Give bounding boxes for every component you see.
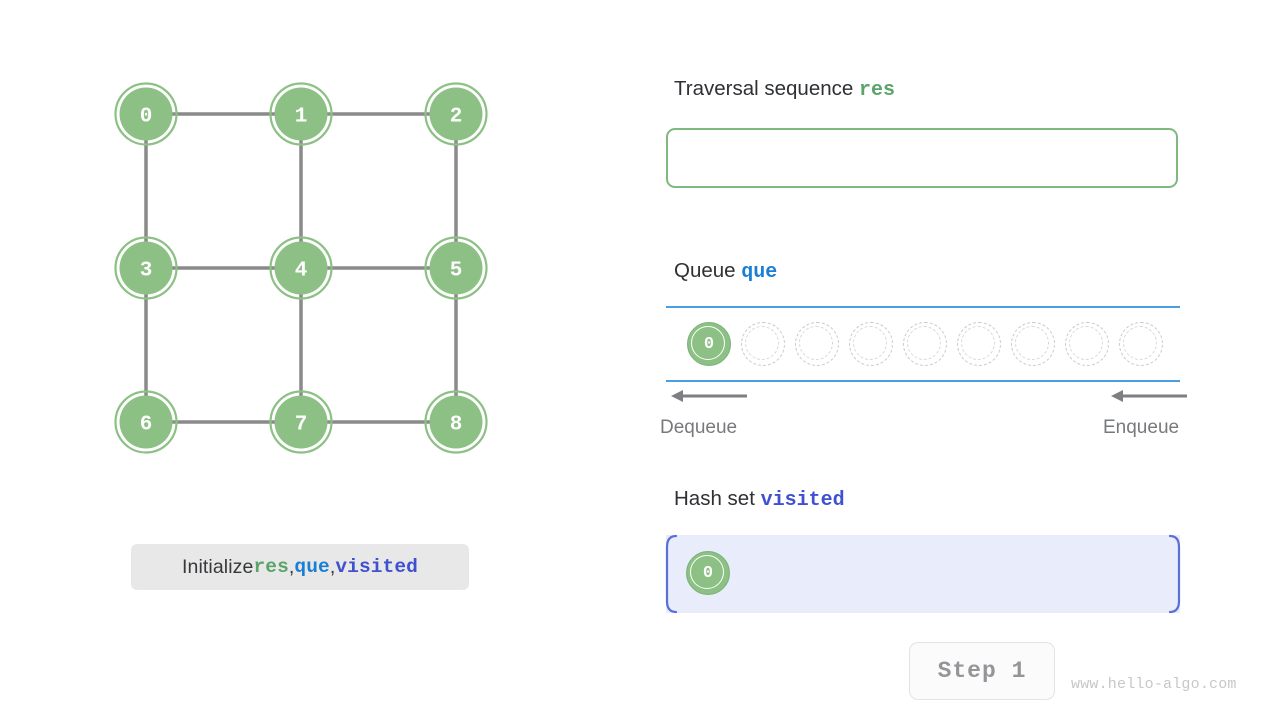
queue-item-empty — [1011, 322, 1055, 366]
queue-top-rule — [666, 306, 1180, 308]
graph-node-ring — [269, 390, 333, 454]
graph-node-0[interactable] — [119, 87, 173, 141]
queue-slot[interactable] — [952, 310, 1006, 378]
res-section-title: Traversal sequence res — [674, 77, 895, 102]
caption-var-res: res — [253, 556, 289, 578]
queue-item-empty — [1065, 322, 1109, 366]
graph-node-2[interactable] — [429, 87, 483, 141]
graph-node-ring — [424, 390, 488, 454]
caption-prefix: Initialize — [182, 555, 254, 578]
queue-slot[interactable]: 0 — [682, 310, 736, 378]
caption-var-visited: visited — [335, 556, 418, 578]
queue-title-var: que — [741, 261, 778, 284]
graph-node-label: 6 — [140, 414, 153, 437]
graph-node-8[interactable] — [429, 395, 483, 449]
queue-slot[interactable] — [736, 310, 790, 378]
visited-title-var: visited — [760, 489, 845, 512]
queue-item-empty — [957, 322, 1001, 366]
enqueue-label: Enqueue — [1103, 417, 1180, 438]
queue-item-empty — [795, 322, 839, 366]
queue-container: 0 — [666, 306, 1180, 382]
visited-left-bracket-icon — [665, 534, 678, 614]
graph-node-4[interactable] — [274, 241, 328, 295]
watermark: www.hello-algo.com — [1071, 676, 1237, 693]
queue-item-empty — [1119, 322, 1163, 366]
visited-item-value: 0 — [702, 563, 714, 583]
queue-slot[interactable] — [1114, 310, 1168, 378]
queue-item-value: 0 — [703, 334, 715, 354]
queue-slot[interactable] — [790, 310, 844, 378]
queue-bottom-rule — [666, 380, 1180, 382]
graph-node-7[interactable] — [274, 395, 328, 449]
visited-section-title: Hash set visited — [674, 487, 845, 512]
caption-var-que: que — [294, 556, 330, 578]
caption-sep-2: , — [329, 555, 336, 578]
res-title-text: Traversal sequence — [674, 77, 859, 100]
visited-item[interactable]: 0 — [686, 551, 730, 595]
queue-title-text: Queue — [674, 259, 742, 282]
queue-slot[interactable] — [1006, 310, 1060, 378]
graph-node-label: 8 — [450, 414, 463, 437]
dequeue-label: Dequeue — [660, 417, 738, 438]
graph-node-ring — [424, 236, 488, 300]
dequeue-arrow-icon — [671, 390, 747, 402]
graph-node-label: 5 — [450, 260, 463, 283]
queue-item-empty — [741, 322, 785, 366]
caption-sep-1: , — [288, 555, 295, 578]
visited-title-text: Hash set — [674, 487, 761, 510]
graph-node-label: 7 — [295, 414, 308, 437]
step-caption: Initialize res, que, visited — [131, 544, 469, 590]
queue-section-title: Queue que — [674, 259, 777, 284]
queue-item-empty — [849, 322, 893, 366]
graph-node-label: 1 — [295, 106, 308, 129]
graph-node-5[interactable] — [429, 241, 483, 295]
queue-slots: 0 — [682, 310, 1168, 378]
graph-svg: 0 1 2 3 4 5 6 7 8 — [114, 82, 488, 454]
graph-nodes: 0 1 2 3 4 5 6 7 8 — [114, 82, 488, 454]
graph-node-label: 0 — [140, 106, 153, 129]
visited-right-bracket-icon — [1168, 534, 1181, 614]
graph-node-label: 4 — [295, 260, 308, 283]
queue-item-filled: 0 — [687, 322, 731, 366]
graph-node-ring — [269, 82, 333, 146]
graph-node-label: 3 — [140, 260, 153, 283]
enqueue-arrow-icon — [1111, 390, 1187, 402]
queue-item-empty — [903, 322, 947, 366]
step-indicator: Step 1 — [909, 642, 1055, 700]
graph-node-ring — [269, 236, 333, 300]
graph-node-ring — [114, 236, 178, 300]
graph-node-6[interactable] — [119, 395, 173, 449]
graph-node-ring — [424, 82, 488, 146]
queue-slot[interactable] — [1060, 310, 1114, 378]
visited-items: 0 — [686, 551, 730, 595]
res-container — [666, 128, 1178, 188]
graph-node-ring — [114, 82, 178, 146]
queue-slot[interactable] — [844, 310, 898, 378]
res-title-var: res — [858, 79, 895, 102]
graph-node-ring — [114, 390, 178, 454]
visited-container — [666, 535, 1180, 613]
graph-node-label: 2 — [450, 106, 463, 129]
graph-node-3[interactable] — [119, 241, 173, 295]
graph-node-1[interactable] — [274, 87, 328, 141]
graph-panel: 0 1 2 3 4 5 6 7 8 — [0, 0, 620, 720]
queue-slot[interactable] — [898, 310, 952, 378]
